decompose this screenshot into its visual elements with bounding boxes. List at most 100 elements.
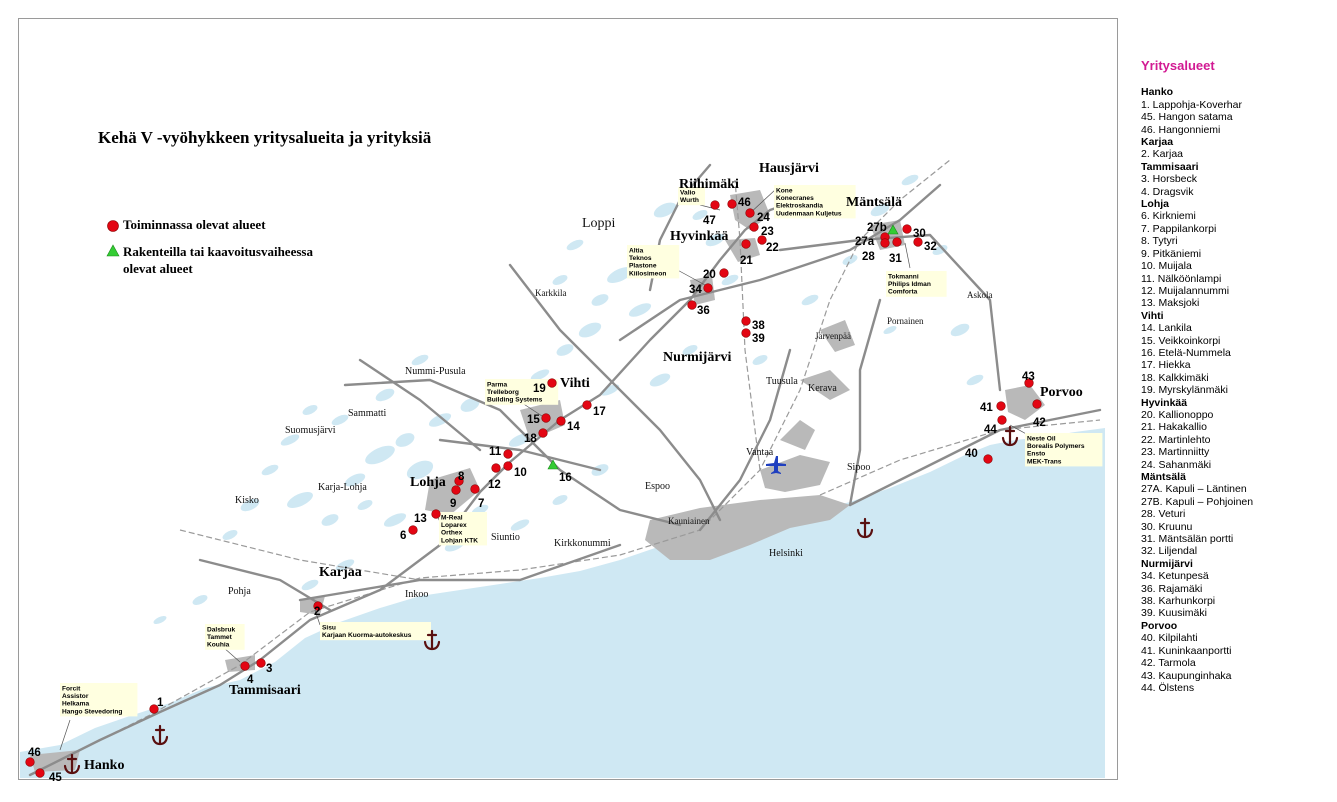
- active-area-dot: [892, 237, 902, 247]
- legend-symbols: [106, 220, 120, 257]
- area-list-item: 45. Hangon satama: [1141, 111, 1233, 124]
- lake: [335, 559, 355, 571]
- lake: [721, 274, 739, 286]
- area-group-title: Hyvinkää: [1141, 396, 1188, 409]
- place-name: Espoo: [645, 481, 670, 492]
- municipality-name: Lohja: [410, 475, 446, 490]
- lake: [510, 519, 530, 531]
- road: [508, 263, 722, 522]
- active-area-dot: [547, 378, 557, 388]
- area-list-item: 31. Mäntsälän portti: [1141, 533, 1234, 546]
- lake: [901, 174, 919, 186]
- legend-active-label: Toiminnassa olevat alueet: [123, 217, 266, 232]
- active-area-dot: [703, 283, 713, 293]
- lake: [591, 294, 609, 306]
- area-markers: 1234678910111213141516171819202122232427…: [25, 197, 1046, 784]
- road: [298, 543, 622, 602]
- lake: [552, 275, 568, 285]
- lake: [192, 595, 208, 605]
- area-list-item: 34. Ketunpesä: [1141, 570, 1209, 583]
- active-area-dot: [431, 509, 441, 519]
- area-number: 45: [49, 772, 62, 784]
- company-name: Neste Oil: [1027, 436, 1056, 443]
- company-name: Ensto: [1027, 451, 1045, 458]
- company-name: Kone: [776, 188, 793, 195]
- anchor-icon: [63, 753, 81, 775]
- company-name: Teknos: [629, 255, 652, 262]
- company-name: Lohjan KTK: [441, 537, 478, 544]
- active-area-dot: [983, 454, 993, 464]
- lake: [653, 202, 677, 218]
- company-name: Altia: [629, 248, 644, 255]
- leader-line: [904, 242, 911, 269]
- lake: [566, 239, 584, 251]
- area-list-item: 42. Tarmola: [1141, 657, 1196, 670]
- company-name: MEK-Trans: [1027, 458, 1062, 465]
- active-area-dot: [503, 461, 513, 471]
- area-marker: 22: [757, 235, 779, 254]
- anchor-arms: [151, 735, 169, 746]
- lake: [460, 398, 480, 412]
- company-box-bg: [485, 379, 559, 405]
- area-list-item: 13. Maksjoki: [1141, 297, 1200, 310]
- area-number: 14: [567, 421, 580, 433]
- active-area-dot: [902, 224, 912, 234]
- lake: [966, 374, 984, 386]
- company-name: Kiilosimeon: [629, 270, 666, 277]
- area-number: 47: [703, 215, 716, 227]
- area-number: 44: [984, 424, 997, 436]
- area-marker: 16: [547, 459, 572, 484]
- company-box-bg: [60, 683, 138, 717]
- area-number: 23: [761, 226, 774, 238]
- lake: [428, 413, 452, 427]
- place-name: Vantaa: [746, 447, 774, 458]
- lake: [383, 513, 407, 527]
- area-marker: 24: [745, 208, 770, 224]
- area-number: 42: [1033, 417, 1046, 429]
- area-marker: 39: [741, 316, 765, 345]
- area-marker: 15: [527, 413, 551, 426]
- area-marker: 44: [984, 415, 1007, 436]
- lake: [302, 405, 318, 415]
- lake: [600, 384, 620, 396]
- area-number: 21: [740, 255, 753, 267]
- area-group-title: Vihti: [1141, 309, 1164, 322]
- lake: [682, 345, 698, 355]
- area-list-item: 27A. Kapuli – Läntinen: [1141, 483, 1247, 496]
- municipality-name: Vihti: [560, 376, 590, 391]
- area-number: 34: [689, 284, 702, 296]
- company-name: Hango Stevedoring: [62, 708, 122, 715]
- active-area-dot: [582, 400, 592, 410]
- area-list-item: 23. Martinniitty: [1141, 446, 1210, 459]
- company-name: Philips Idman: [888, 281, 931, 288]
- area-list-item: 7. Pappilankorpi: [1141, 222, 1217, 235]
- area-list-item: 18. Kalkkimäki: [1141, 371, 1209, 384]
- place-name: Pornainen: [887, 316, 924, 326]
- area-number: 27b: [867, 222, 887, 234]
- area-number: 17: [593, 406, 606, 418]
- area-number: 27a: [855, 236, 875, 248]
- railway-line: [734, 179, 761, 471]
- area-list-item: 14. Lankila: [1141, 322, 1192, 335]
- area-marker: 6: [400, 525, 418, 542]
- area-number: 7: [478, 498, 484, 510]
- place-name: Kerava: [808, 383, 837, 394]
- place-name: Loppi: [582, 216, 616, 231]
- active-area-dot: [745, 208, 755, 218]
- area-number: 22: [766, 242, 779, 254]
- area-group-title: Karjaa: [1141, 136, 1174, 149]
- active-area-dot: [913, 237, 923, 247]
- active-area-dot: [727, 199, 737, 209]
- area-marker: 8: [454, 471, 465, 486]
- place-name: Helsinki: [769, 548, 803, 559]
- area-number: 13: [414, 513, 427, 525]
- area-list-item: 10. Muijala: [1141, 260, 1192, 273]
- active-area-dot: [25, 757, 35, 767]
- area-number: 38: [752, 320, 765, 332]
- area-list-item: 8. Tytyri: [1141, 235, 1178, 248]
- area-number: 46: [28, 747, 41, 759]
- urban-area: [1005, 385, 1045, 420]
